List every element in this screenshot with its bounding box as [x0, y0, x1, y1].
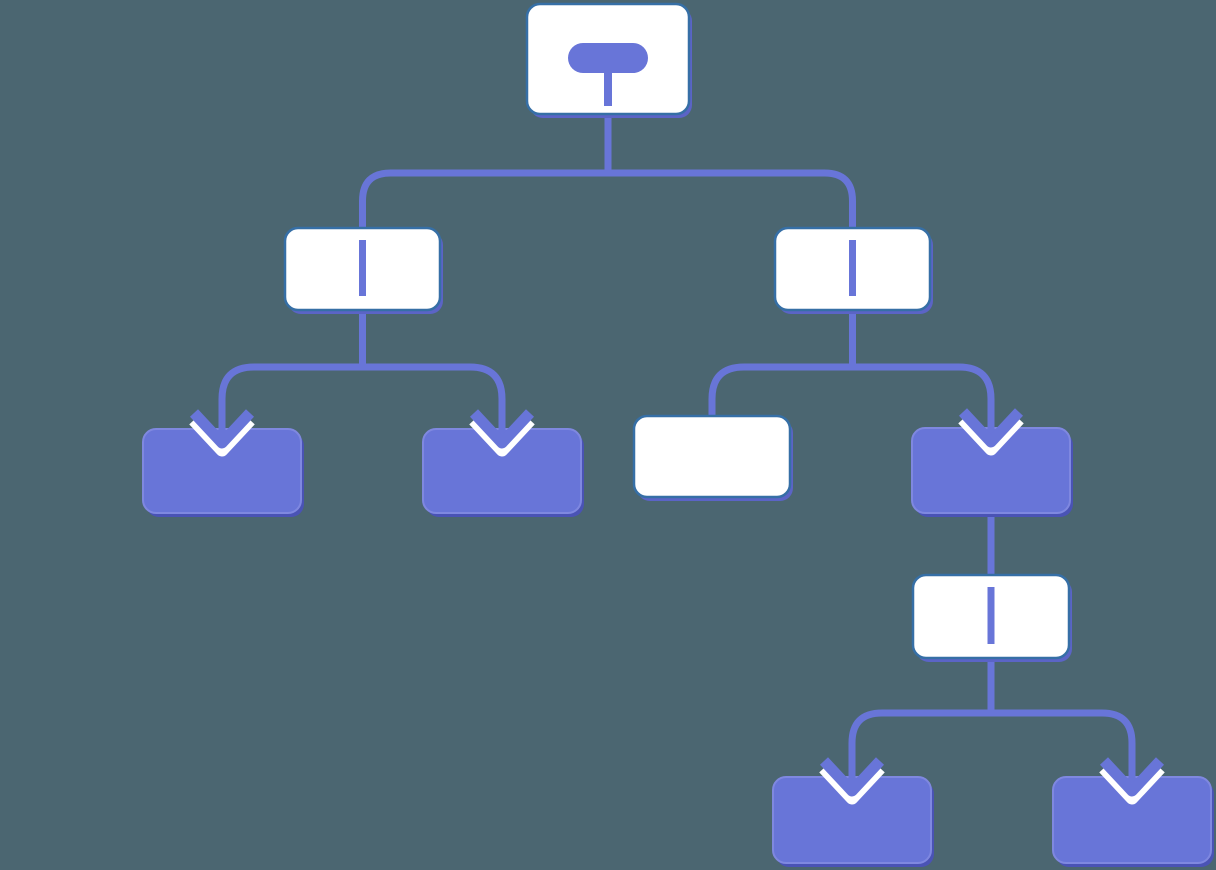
pill-stem	[604, 71, 612, 106]
flowchart-connector-branch-left[interactable]	[218, 310, 506, 431]
double-chevron-arrow-icon	[1099, 757, 1165, 805]
connector-layer	[218, 114, 1136, 779]
chevron-purple-stroke	[189, 409, 255, 449]
flowchart-node-mid-purple[interactable]	[911, 427, 1073, 517]
double-chevron-arrow-icon	[469, 409, 535, 457]
flowchart-node-branch-left[interactable]	[283, 226, 443, 314]
flowchart-connector-branch-bottom[interactable]	[848, 658, 1136, 779]
vertical-divider-icon	[987, 587, 995, 644]
chevron-purple-stroke	[958, 408, 1024, 448]
flowchart-node-leaf-2[interactable]	[422, 428, 584, 517]
node-layer	[142, 2, 1214, 867]
flowchart-node-root[interactable]	[525, 2, 692, 118]
flowchart-node-leaf-3[interactable]	[772, 776, 934, 867]
flowchart-connector-root[interactable]	[359, 114, 856, 230]
vertical-divider-icon	[359, 240, 366, 296]
flowchart-node-plain-white[interactable]	[632, 414, 793, 501]
vertical-divider-icon	[849, 240, 856, 296]
double-chevron-arrow-icon	[189, 409, 255, 457]
arrow-layer	[189, 408, 1165, 805]
flowchart-node-branch-right[interactable]	[773, 226, 933, 314]
flowchart-node-leaf-4[interactable]	[1052, 776, 1214, 867]
pill-with-stem-icon	[568, 43, 648, 73]
flowchart-node-branch-bottom[interactable]	[911, 573, 1072, 662]
double-chevron-arrow-icon	[819, 757, 885, 805]
chevron-purple-stroke	[1099, 757, 1165, 797]
flowchart-connector-branch-right[interactable]	[708, 310, 995, 430]
double-chevron-arrow-icon	[958, 408, 1024, 456]
chevron-purple-stroke	[469, 409, 535, 449]
node-body[interactable]	[632, 414, 792, 499]
chevron-purple-stroke	[819, 757, 885, 797]
flowchart-node-leaf-1[interactable]	[142, 428, 304, 517]
